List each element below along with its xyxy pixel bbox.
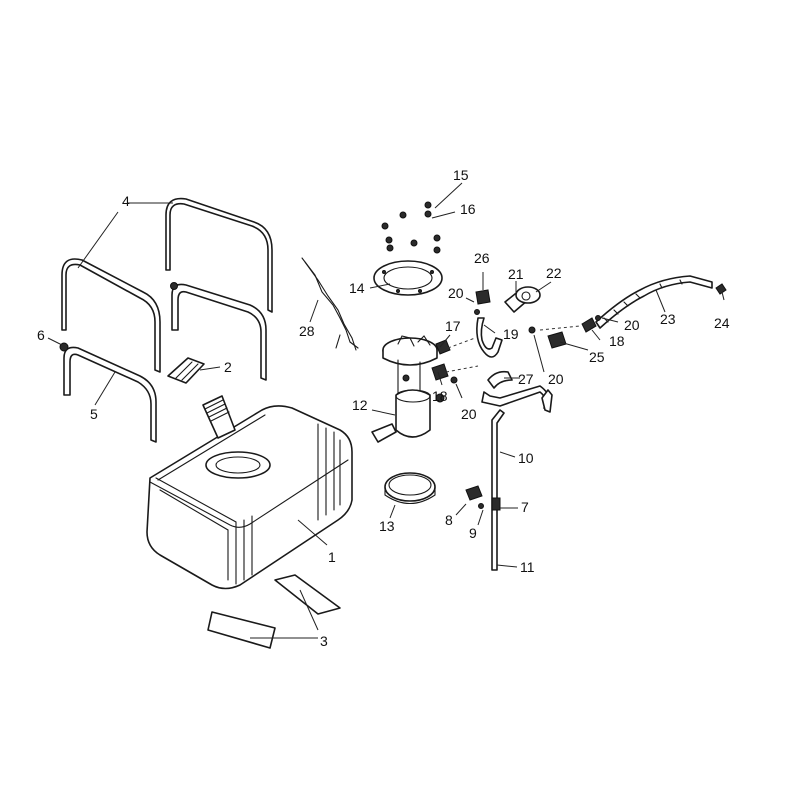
fuel-filter <box>504 286 541 334</box>
leader-lines <box>47 182 725 639</box>
pump-fittings <box>431 337 479 384</box>
callout-8: 8 <box>445 512 453 528</box>
callout-5: 5 <box>90 406 98 422</box>
fuel-pump-assembly <box>371 335 445 443</box>
callout-22: 22 <box>546 265 562 281</box>
callout-1: 1 <box>328 549 336 565</box>
callout-10: 10 <box>518 450 534 466</box>
callout-7: 7 <box>521 499 529 515</box>
callout-16: 16 <box>460 201 476 217</box>
fuel-tank <box>146 395 353 590</box>
tank-pads <box>207 574 341 649</box>
callout-18a: 18 <box>432 388 448 404</box>
callout-28: 28 <box>299 323 315 339</box>
callout-9: 9 <box>469 525 477 541</box>
callout-13: 13 <box>379 518 395 534</box>
lower-brackets <box>63 283 267 443</box>
callout-6: 6 <box>37 327 45 343</box>
callout-17: 17 <box>445 318 461 334</box>
retaining-ring <box>384 472 436 505</box>
callout-23: 23 <box>660 311 676 327</box>
fuel-tubes <box>481 370 553 571</box>
callout-20c: 20 <box>624 317 640 333</box>
long-hose <box>539 275 727 349</box>
callout-21: 21 <box>508 266 524 282</box>
callout-25: 25 <box>589 349 605 365</box>
rubber-pad <box>167 357 205 384</box>
lower-fittings <box>465 485 501 511</box>
callout-27: 27 <box>518 371 534 387</box>
callout-20a: 20 <box>448 285 464 301</box>
callout-19: 19 <box>503 326 519 342</box>
callout-26: 26 <box>474 250 490 266</box>
flange-bolts <box>381 201 441 254</box>
callout-12: 12 <box>352 397 368 413</box>
callout-24: 24 <box>714 315 730 331</box>
callout-18b: 18 <box>609 333 625 349</box>
callout-20d: 20 <box>548 371 564 387</box>
callout-14: 14 <box>349 280 365 296</box>
callout-15: 15 <box>453 167 469 183</box>
tank-brackets <box>61 197 273 373</box>
callout-4: 4 <box>122 193 130 209</box>
callout-3: 3 <box>320 633 328 649</box>
callout-11: 11 <box>520 559 535 575</box>
hose-clamp <box>474 289 491 315</box>
wire-harness <box>301 257 359 351</box>
callout-numbers: 1 2 3 4 5 6 7 8 9 10 11 12 13 14 15 16 1… <box>37 167 730 649</box>
callout-20b: 20 <box>461 406 477 422</box>
callout-2: 2 <box>224 359 232 375</box>
hose <box>476 317 503 358</box>
flange-gasket <box>373 260 443 296</box>
nut <box>170 282 178 290</box>
